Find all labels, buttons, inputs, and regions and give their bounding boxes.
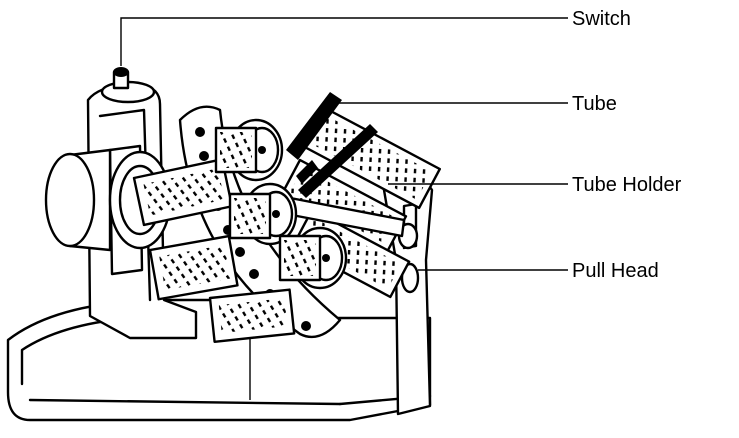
switch-leader-line (121, 18, 568, 66)
pull-head-label: Pull Head (572, 261, 659, 281)
side-drum (46, 150, 110, 250)
switch-knob (113, 67, 129, 88)
switch-label: Switch (572, 9, 631, 29)
tube-holder-label: Tube Holder (572, 175, 681, 195)
tube-label: Tube (572, 94, 617, 114)
